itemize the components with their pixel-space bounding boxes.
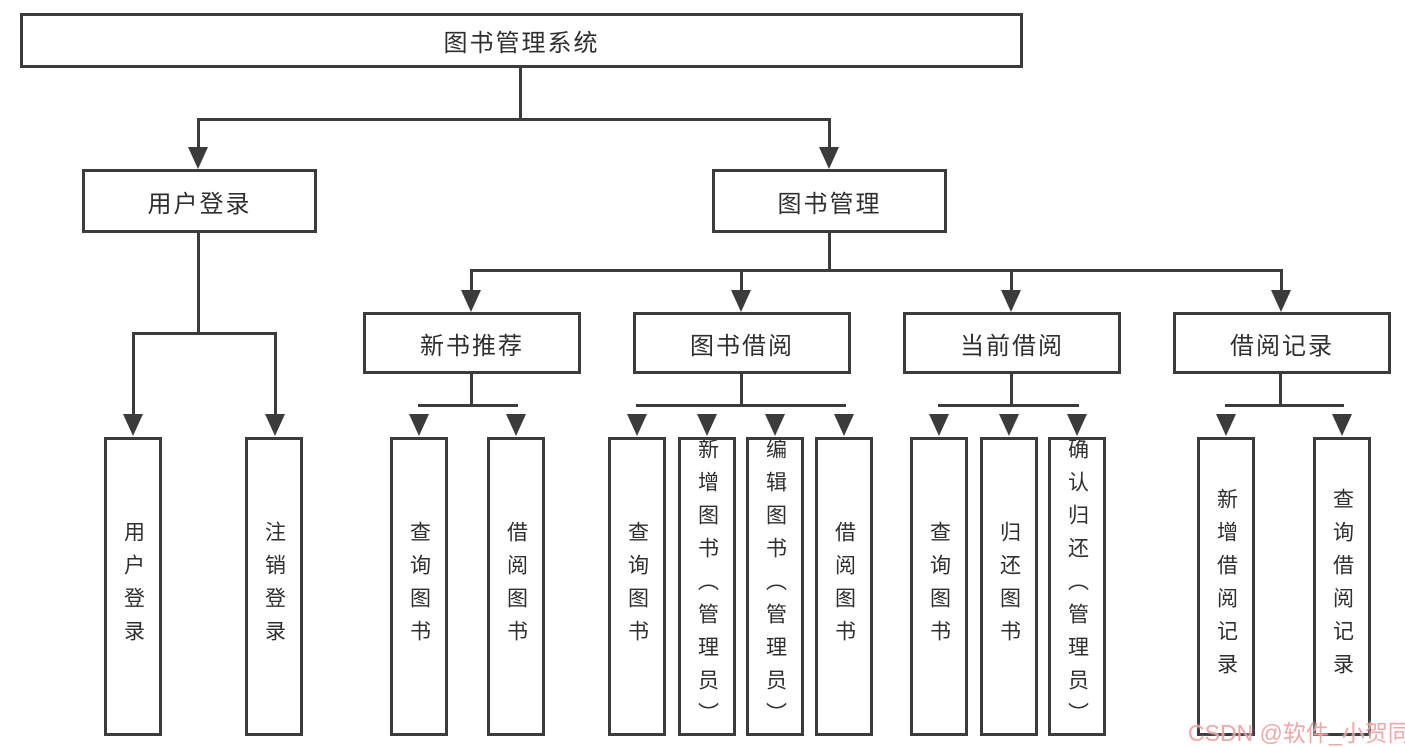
node-borrow-records: 借阅记录 — [1173, 312, 1391, 374]
connector-line — [132, 332, 277, 335]
connector-arrowhead — [409, 414, 429, 436]
node-label: 借阅记录 — [1230, 332, 1334, 360]
csdn-watermark: CSDN @软件_小贺同学 — [1188, 720, 1405, 746]
connector-arrowhead — [765, 414, 785, 436]
leaf-label: 新增图书（管理员） — [695, 438, 719, 735]
node-user-login: 用户登录 — [82, 169, 317, 233]
connector-line — [519, 68, 522, 121]
connector-line — [470, 269, 473, 293]
connector-arrowhead — [123, 414, 143, 436]
leaf-query-borrow-record: 查询借阅记录 — [1313, 437, 1371, 736]
leaf-label: 查询图书 — [625, 520, 649, 653]
leaf-label: 注销登录 — [262, 520, 286, 653]
connector-arrowhead — [1216, 414, 1236, 436]
leaf-label: 编辑图书（管理员） — [763, 438, 787, 735]
leaf-label: 新增借阅记录 — [1214, 487, 1238, 686]
connector-line — [197, 118, 200, 150]
node-new-book-recommend: 新书推荐 — [363, 312, 581, 374]
connector-line — [740, 269, 743, 293]
leaf-label: 查询图书 — [407, 520, 431, 653]
connector-arrowhead — [819, 147, 839, 169]
leaf-label: 确认归还（管理员） — [1065, 438, 1089, 735]
leaf-user-login: 用户登录 — [104, 437, 162, 736]
leaf-edit-book-admin: 编辑图书（管理员） — [746, 437, 804, 736]
connector-arrowhead — [999, 414, 1019, 436]
leaf-logout: 注销登录 — [245, 437, 303, 736]
leaf-confirm-return-admin: 确认归还（管理员） — [1048, 437, 1106, 736]
node-label: 图书管理 — [777, 190, 882, 218]
connector-line — [197, 233, 200, 335]
leaf-label: 借阅图书 — [832, 520, 856, 653]
connector-arrowhead — [697, 414, 717, 436]
node-label: 新书推荐 — [420, 332, 524, 360]
connector-arrowhead — [506, 414, 526, 436]
connector-line — [1225, 404, 1344, 407]
leaf-label: 查询借阅记录 — [1330, 487, 1354, 686]
connector-arrowhead — [188, 147, 208, 169]
connector-arrowhead — [461, 290, 481, 312]
connector-arrowhead — [1271, 290, 1291, 312]
node-label: 用户登录 — [147, 190, 252, 218]
connector-line — [197, 118, 831, 121]
connector-line — [132, 332, 135, 417]
connector-arrowhead — [929, 414, 949, 436]
connector-arrowhead — [731, 290, 751, 312]
connector-arrowhead — [265, 414, 285, 436]
leaf-query-books-newbook: 查询图书 — [390, 437, 448, 736]
connector-line — [938, 404, 1079, 407]
connector-line — [1279, 374, 1282, 407]
node-label: 图书借阅 — [690, 332, 794, 360]
leaf-label: 用户登录 — [121, 520, 145, 653]
leaf-label: 借阅图书 — [504, 520, 528, 653]
leaf-add-book-admin: 新增图书（管理员） — [678, 437, 736, 736]
leaf-label: 归还图书 — [997, 520, 1021, 653]
connector-arrowhead — [1001, 290, 1021, 312]
node-label: 当前借阅 — [960, 332, 1064, 360]
node-library-management-system: 图书管理系统 — [20, 13, 1023, 68]
connector-line — [636, 404, 846, 407]
connector-line — [828, 118, 831, 150]
connector-line — [828, 233, 831, 272]
leaf-borrow-books-newbook: 借阅图书 — [487, 437, 545, 736]
connector-line — [1280, 269, 1283, 293]
connector-line — [274, 332, 277, 417]
connector-arrowhead — [1067, 414, 1087, 436]
node-book-management: 图书管理 — [712, 169, 947, 233]
connector-line — [1010, 374, 1013, 407]
leaf-borrow-books: 借阅图书 — [815, 437, 873, 736]
connector-line — [470, 269, 1283, 272]
connector-line — [1010, 269, 1013, 293]
leaf-query-books-current: 查询图书 — [910, 437, 968, 736]
leaf-label: 查询图书 — [927, 520, 951, 653]
connector-line — [470, 374, 473, 407]
connector-arrowhead — [834, 414, 854, 436]
connector-arrowhead — [1332, 414, 1352, 436]
connector-line — [418, 404, 518, 407]
connector-arrowhead — [627, 414, 647, 436]
leaf-return-books: 归还图书 — [980, 437, 1038, 736]
node-current-borrow: 当前借阅 — [903, 312, 1121, 374]
node-book-borrow: 图书借阅 — [633, 312, 851, 374]
node-label: 图书管理系统 — [443, 30, 600, 57]
connector-line — [740, 374, 743, 407]
leaf-query-books-borrow: 查询图书 — [608, 437, 666, 736]
leaf-add-borrow-record: 新增借阅记录 — [1197, 437, 1255, 736]
